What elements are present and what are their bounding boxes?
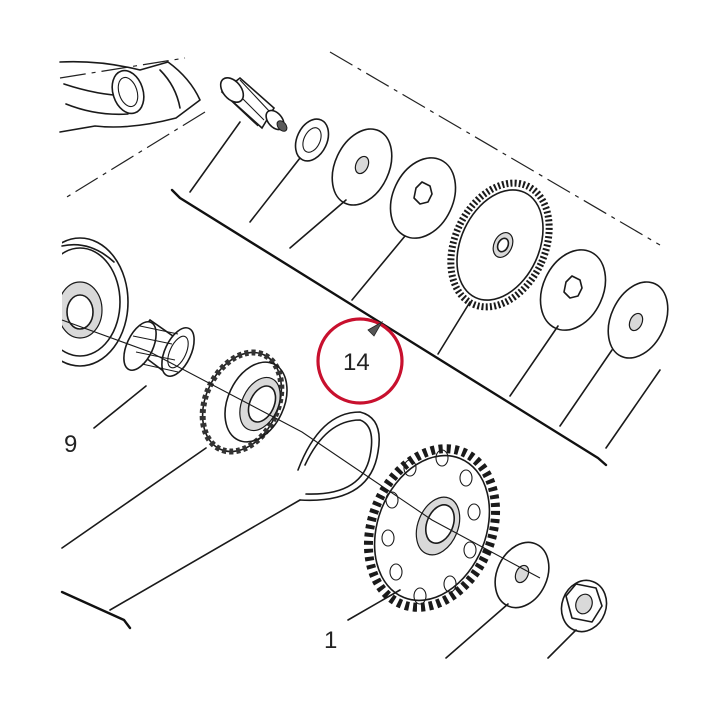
housing-fragment [59,60,201,133]
thrust-washer [331,128,393,206]
assembly-axes [59,51,661,246]
callout-14: 14 [343,349,370,376]
group-bracket-lower [60,590,132,630]
circlip [297,411,380,502]
needle-bearing [123,318,195,378]
splined-plate-2 [539,249,607,331]
callout-9: 9 [64,431,77,458]
large-ring-gear [447,179,553,311]
callout-1: 1 [324,627,337,654]
edge-washer [607,281,669,359]
gear-washer [494,541,550,609]
clip-mask [0,230,62,390]
housing-rim [61,243,115,263]
group-bracket-upper [170,188,608,467]
lower-axis [61,319,541,579]
highlight-circle[interactable]: 14 [316,317,404,405]
flange-nut [560,579,608,633]
one-way-clutch [199,349,288,455]
leader-lines-upper [189,121,661,449]
starter-driven-gear [363,444,501,612]
small-washer [294,118,330,162]
pointer-arrow-icon [367,320,384,337]
leader-lines-lower [61,385,577,659]
drive-pinion [219,76,288,132]
